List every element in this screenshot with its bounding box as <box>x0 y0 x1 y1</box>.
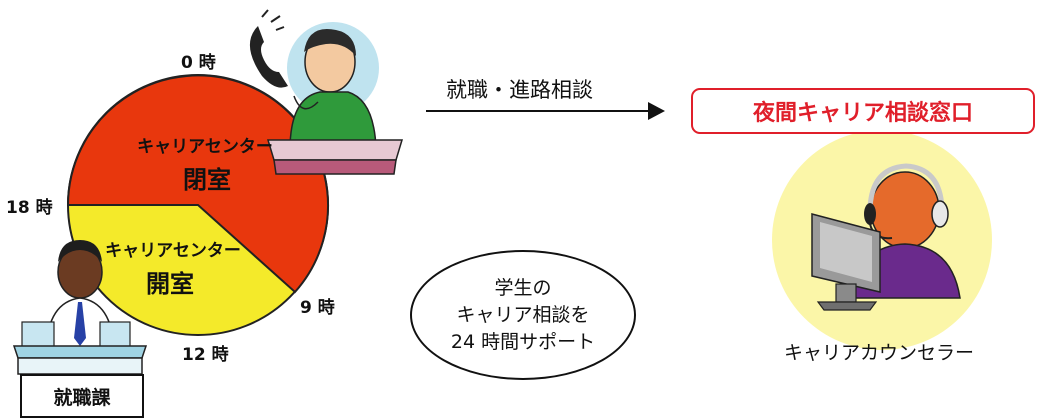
hour-label-12: 12 時 <box>182 345 229 365</box>
counselor-illustration <box>772 130 992 350</box>
support-bubble-line2: キャリア相談を <box>456 303 590 326</box>
counselor-halo <box>772 130 992 350</box>
support-bubble: 学生の キャリア相談を 24 時間サポート <box>410 250 636 380</box>
support-bubble-line1: 学生の <box>494 276 552 299</box>
open-segment-title: キャリアセンター <box>105 241 241 261</box>
flow-arrow <box>426 102 665 120</box>
office-worker-illustration <box>12 240 148 375</box>
pie-closed-segment <box>66 74 329 294</box>
caller-illustration <box>249 9 404 175</box>
flow-arrow-label: 就職・進路相談 <box>446 78 593 102</box>
open-segment-status: 開室 <box>146 270 194 298</box>
counselor-label: キャリアカウンセラー <box>784 342 975 364</box>
hour-label-18: 18 時 <box>6 198 53 218</box>
office-label: 就職課 <box>20 374 144 418</box>
night-service-title: 夜間キャリア相談窓口 <box>691 88 1035 134</box>
hour-label-9: 9 時 <box>300 298 335 318</box>
hour-label-0: 0 時 <box>181 53 216 73</box>
closed-segment-title: キャリアセンター <box>137 137 273 157</box>
clock-pie <box>66 74 329 336</box>
closed-segment-status: 閉室 <box>183 166 231 194</box>
support-bubble-line3: 24 時間サポート <box>450 330 596 353</box>
